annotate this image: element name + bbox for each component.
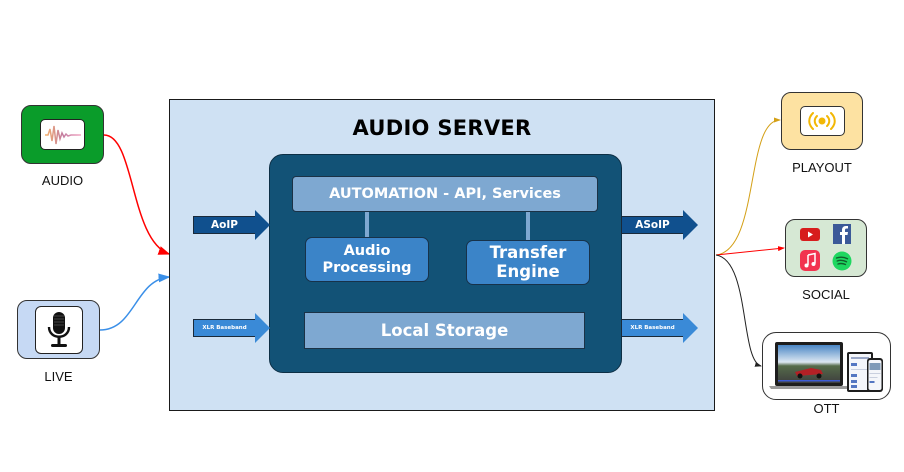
devices-icon: [768, 342, 883, 392]
spotify-icon: [832, 251, 852, 271]
audio-server-title: AUDIO SERVER: [352, 116, 532, 140]
microphone-icon: [34, 305, 83, 354]
live-source-label: LIVE: [44, 369, 73, 384]
ott-connector: [715, 254, 762, 367]
audio-source-label: AUDIO: [41, 173, 84, 188]
youtube-icon: [800, 228, 820, 241]
xlr-baseband-output-arrow: XLR Baseband: [621, 313, 698, 343]
xlr-output-label: XLR Baseband: [621, 319, 683, 337]
audio-connector: [103, 134, 171, 255]
arrow-head-icon: [683, 313, 698, 343]
audio-source-node: [21, 105, 104, 164]
arrow-head-icon: [683, 210, 698, 240]
automation-block: AUTOMATION - API, Services: [292, 176, 598, 212]
social-label: SOCIAL: [802, 287, 850, 302]
transfer-engine-line2: Engine: [496, 261, 560, 281]
waveform-icon: [40, 119, 85, 150]
playout-label: PLAYOUT: [792, 160, 852, 175]
automation-to-transfer-engine-link: [526, 212, 530, 241]
arrow-head-icon: [255, 313, 270, 343]
transfer-engine-line1: Transfer: [489, 242, 567, 262]
live-connector: [99, 273, 171, 331]
xlr-baseband-input-arrow: XLR Baseband: [193, 313, 270, 343]
audio-processing-line1: Audio: [343, 242, 391, 259]
transfer-engine-block: Transfer Engine: [466, 240, 590, 285]
social-destination-node: [785, 219, 867, 277]
local-storage-block: Local Storage: [304, 312, 585, 349]
automation-to-audio-processing-link: [365, 212, 369, 238]
broadcast-icon: [799, 106, 845, 136]
playout-connector: [715, 117, 781, 256]
ott-label: OTT: [813, 401, 840, 416]
social-connector: [715, 246, 785, 256]
aoip-label: AoIP: [193, 216, 255, 234]
audio-processing-block: Audio Processing: [305, 237, 429, 282]
playout-destination-node: [781, 92, 863, 150]
xlr-input-label: XLR Baseband: [193, 319, 255, 337]
arrow-head-icon: [255, 210, 270, 240]
live-source-node: [17, 300, 100, 359]
apple-music-icon: [800, 250, 820, 271]
facebook-icon: [833, 224, 851, 244]
asoip-output-arrow: ASoIP: [621, 210, 698, 240]
audio-processing-line2: Processing: [322, 259, 412, 276]
asoip-label: ASoIP: [621, 216, 683, 234]
aoip-input-arrow: AoIP: [193, 210, 270, 240]
ott-destination-node: [762, 332, 891, 400]
